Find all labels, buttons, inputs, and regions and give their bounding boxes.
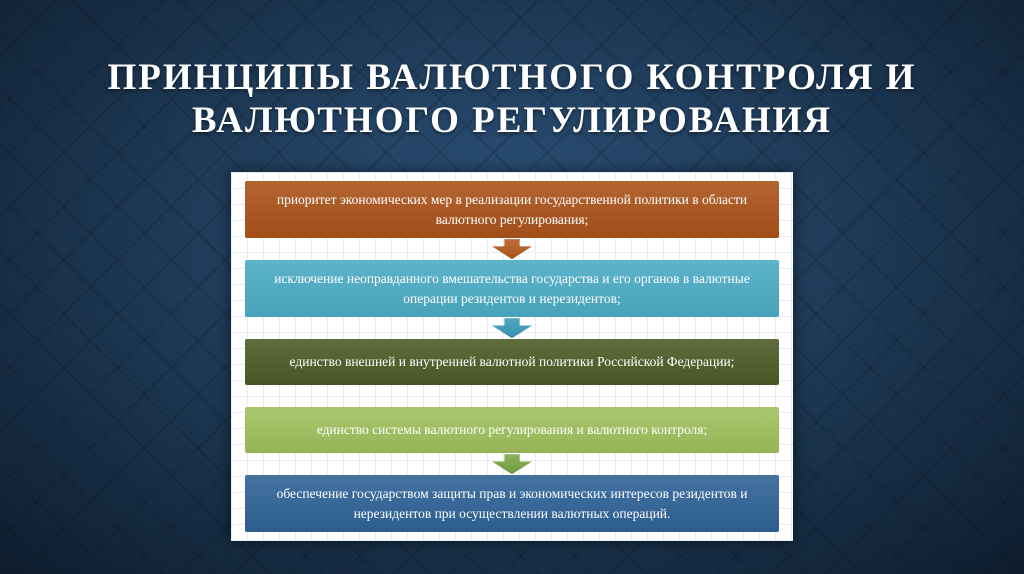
principle-bar-4: единство системы валютного регулирования… [245,407,779,454]
diagram-panel: приоритет экономических мер в реализации… [231,172,793,541]
title-line-1: ПРИНЦИПЫ ВАЛЮТНОГО КОНТРОЛЯ И [107,57,917,98]
principle-bar-2: исключение неоправданного вмешательства … [245,260,779,318]
page-title: ПРИНЦИПЫ ВАЛЮТНОГО КОНТРОЛЯ И ВАЛЮТНОГО … [0,0,1024,143]
principle-text-4: единство системы валютного регулирования… [316,422,708,438]
connector-gap-2 [245,317,779,339]
connector-gap-1 [245,238,779,260]
principle-text-2: исключение неоправданного вмешательства … [274,271,750,306]
down-arrow-icon [492,454,532,475]
connector-gap-4 [245,453,779,475]
principle-text-5: обеспечение государством защиты прав и э… [276,486,748,521]
connector-gap-3 [245,385,779,407]
title-line-2: ВАЛЮТНОГО РЕГУЛИРОВАНИЯ [191,100,833,142]
principle-text-1: приоритет экономических мер в реализации… [276,192,748,227]
principle-bar-1: приоритет экономических мер в реализации… [245,181,779,239]
principle-bar-3: единство внешней и внутренней валютной п… [245,339,779,386]
down-arrow-icon [492,318,532,339]
down-arrow-icon [492,239,532,260]
principle-bar-5: обеспечение государством защиты прав и э… [245,475,779,533]
principles-diagram: приоритет экономических мер в реализации… [245,181,779,533]
principle-text-3: единство внешней и внутренней валютной п… [289,354,735,370]
